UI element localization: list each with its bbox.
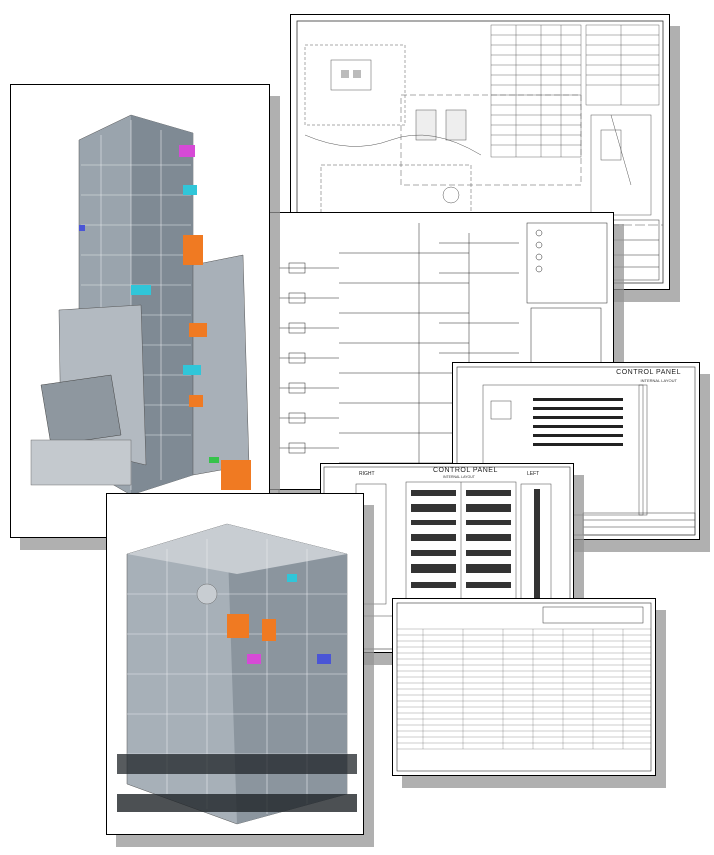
boiler-structure-render — [11, 85, 269, 537]
control-panel-front-subtitle: INTERNAL LAYOUT — [443, 475, 475, 479]
cable-schedule-linework — [396, 602, 652, 772]
control-panel-front-title: CONTROL PANEL — [433, 467, 498, 474]
control-panel-left-label: LEFT — [527, 471, 540, 477]
boiler-structure-3d-model — [10, 84, 270, 538]
cable-schedule-drawing — [392, 598, 656, 776]
control-panel-internal-title: CONTROL PANEL — [616, 369, 681, 376]
boiler-house-render — [107, 494, 363, 834]
control-panel-right-label: RIGHT — [359, 471, 375, 477]
boiler-house-3d-model — [106, 493, 364, 835]
control-panel-internal-subtitle: INTERNAL LAYOUT — [640, 378, 677, 383]
